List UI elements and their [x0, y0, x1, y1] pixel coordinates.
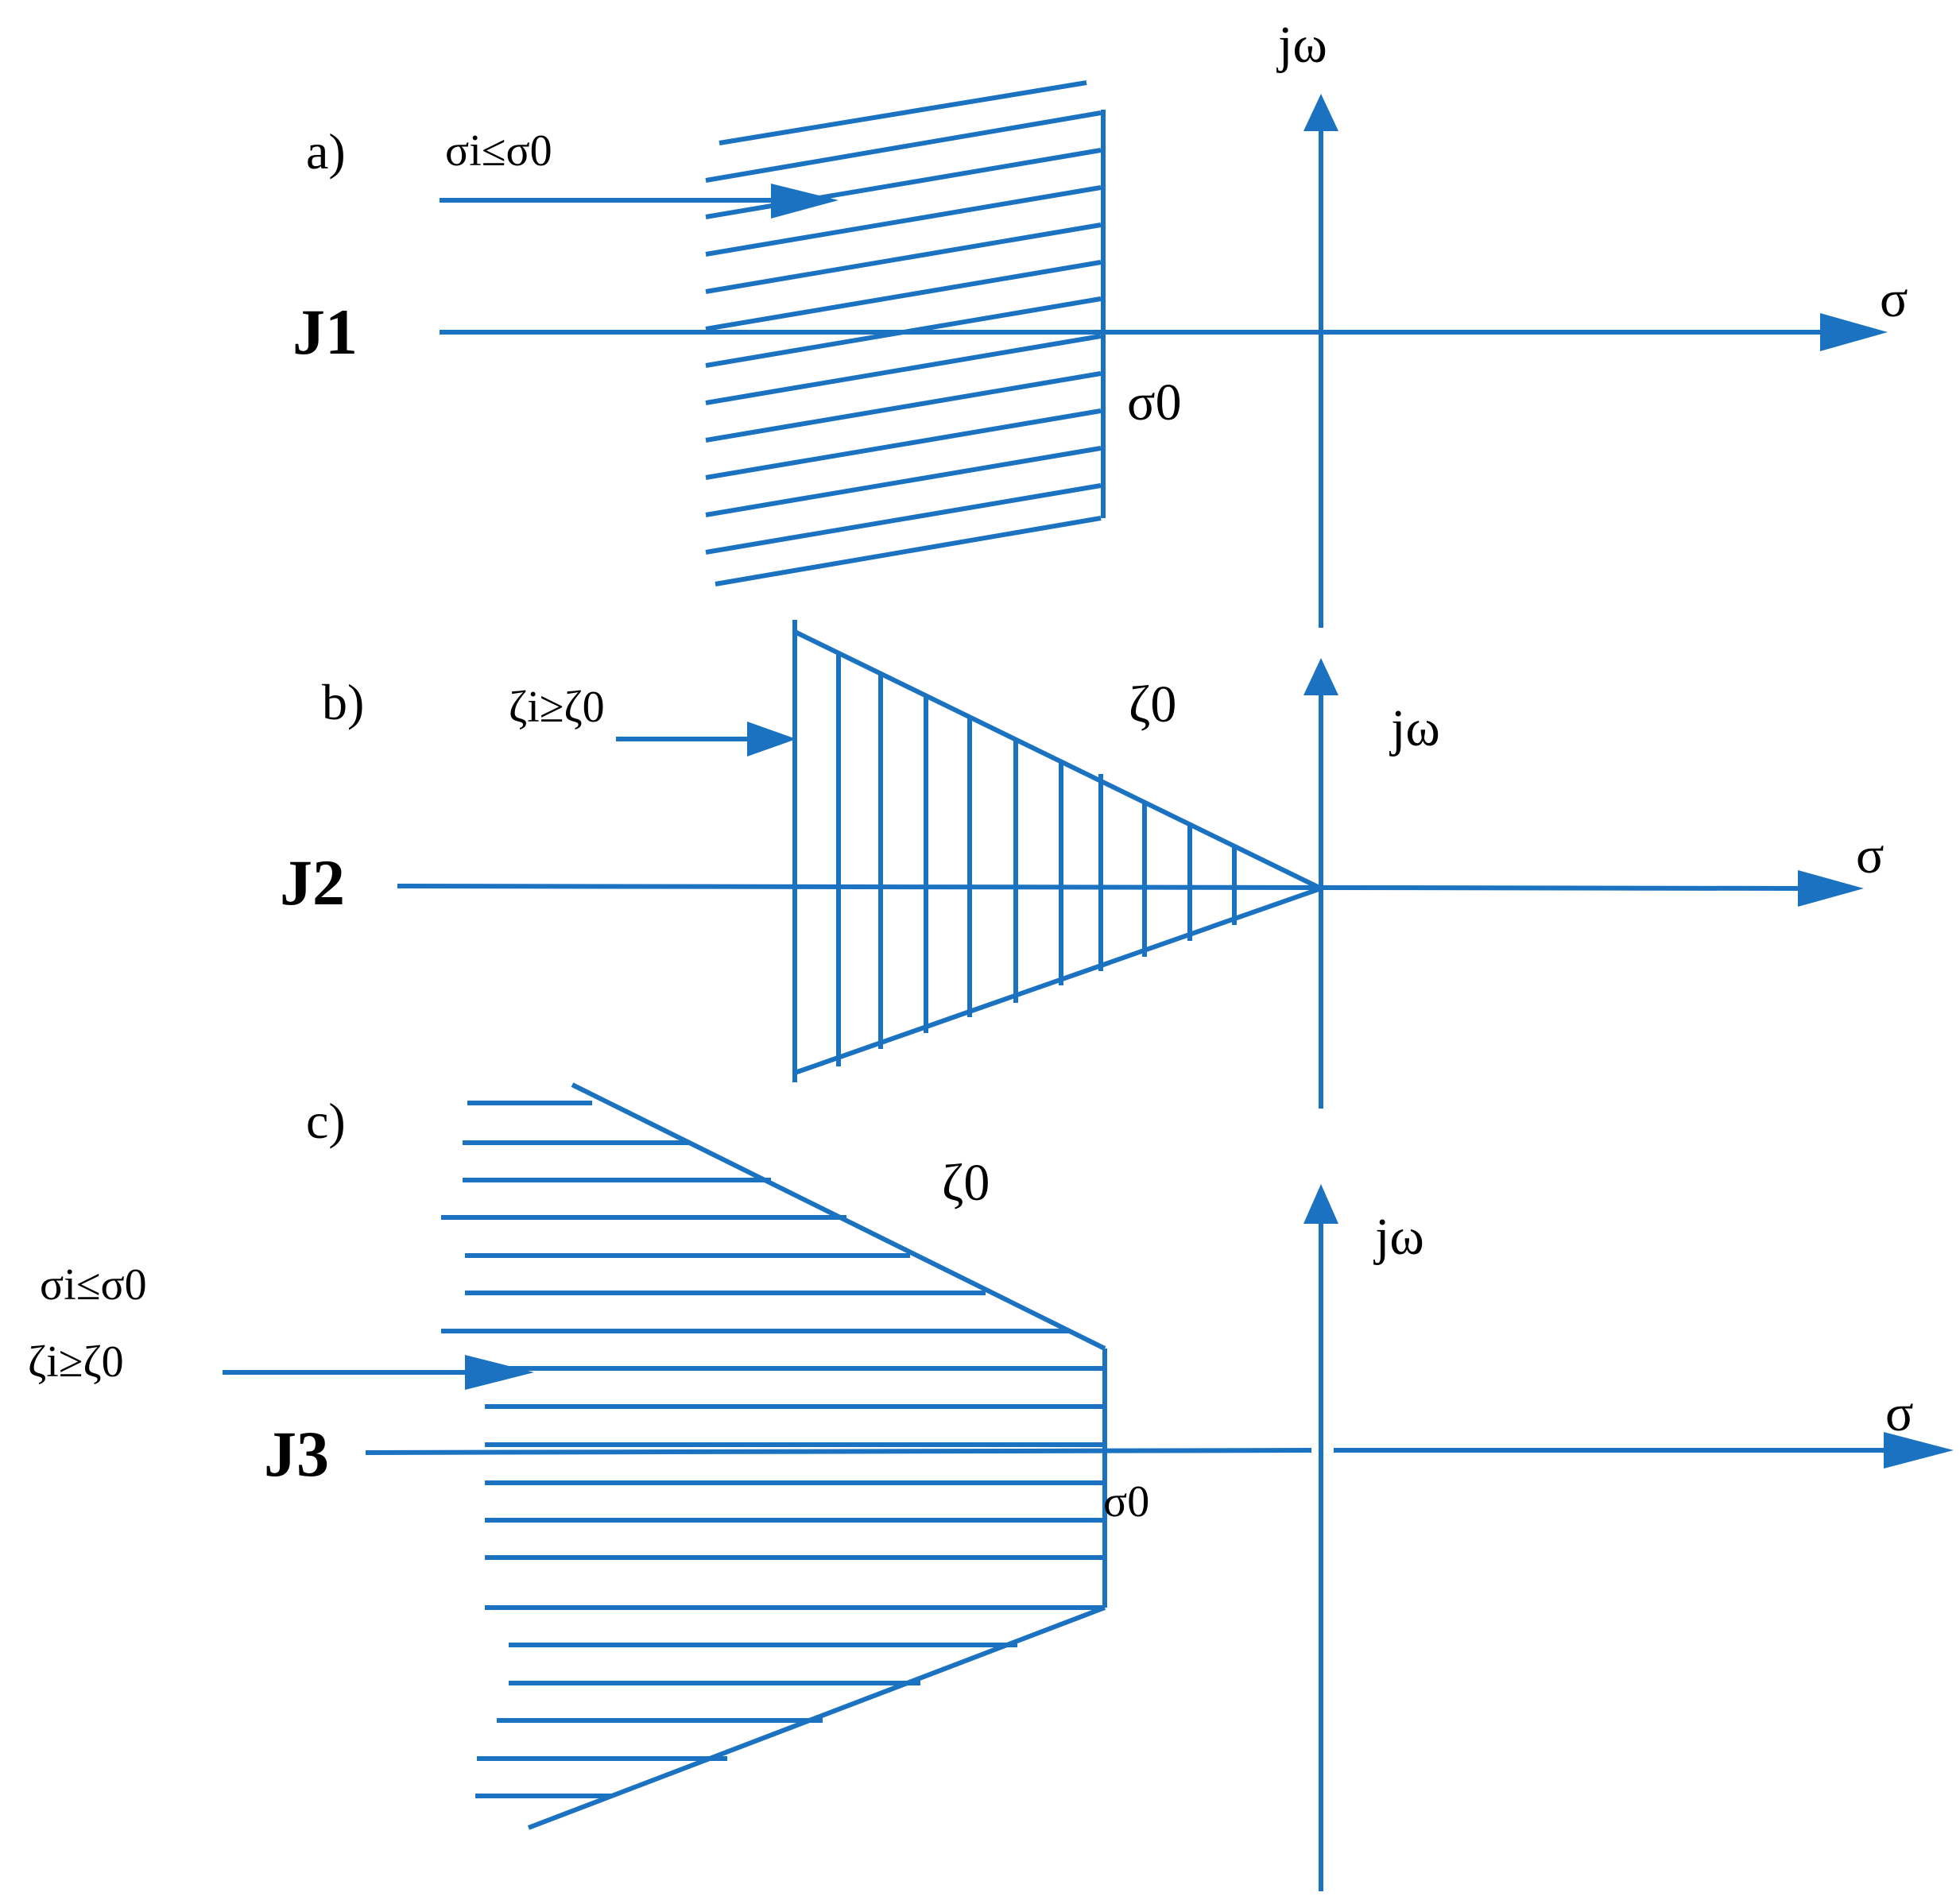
panel-c-zeta0-label: ζ0 — [942, 1154, 990, 1212]
panel-b: b) ζi≥ζ0 J2 ζ0 σ jω — [280, 620, 1884, 1109]
panel-c-jw-axis — [1303, 1184, 1338, 1891]
panel-a: a) σi≤σ0 J1 σ0 σ jω — [292, 16, 1908, 628]
panel-a-name: J1 — [292, 296, 358, 368]
panel-b-condition: ζi≥ζ0 — [509, 683, 605, 732]
panel-b-jw-axis — [1303, 658, 1338, 1109]
panel-c-condition-zeta: ζi≥ζ0 — [28, 1337, 124, 1387]
panel-c-sigma0-label: σ0 — [1103, 1477, 1149, 1527]
panel-b-sigma-axis-label: σ — [1856, 826, 1884, 884]
panel-b-hatch-region — [792, 620, 1323, 1082]
panel-a-jw-axis — [1303, 94, 1338, 628]
panel-c-name: J3 — [264, 1418, 329, 1490]
panel-a-condition-arrow — [440, 184, 839, 219]
panel-b-jw-axis-label: jω — [1389, 699, 1440, 757]
panel-a-sigma-axis-label: σ — [1880, 270, 1908, 328]
panel-c-hatch-region — [441, 1082, 1107, 1830]
panel-a-sigma-axis — [440, 313, 1888, 351]
panel-a-condition: σi≤σ0 — [445, 126, 552, 176]
panel-a-jw-axis-label: jω — [1276, 16, 1327, 74]
panel-a-sigma0-label: σ0 — [1127, 373, 1182, 431]
panel-c-label: c) — [306, 1093, 346, 1149]
panel-b-sigma-axis — [397, 870, 1864, 907]
panel-a-hatch-region — [705, 80, 1106, 586]
panel-a-label: a) — [306, 123, 346, 180]
panel-c-condition-arrow — [223, 1355, 534, 1390]
panel-c: c) σi≤σ0 ζi≥ζ0 J3 ζ0 σ0 σ jω — [28, 1082, 1954, 1891]
panel-c-sigma-axis — [365, 1432, 1954, 1469]
panel-b-label: b) — [322, 674, 364, 730]
panel-b-condition-arrow — [616, 722, 796, 757]
panel-b-zeta0-label: ζ0 — [1129, 675, 1176, 733]
panel-c-condition-sigma: σi≤σ0 — [40, 1260, 147, 1310]
panel-c-jw-axis-label: jω — [1373, 1208, 1424, 1266]
panel-b-name: J2 — [280, 846, 345, 919]
panel-c-sigma-axis-label: σ — [1885, 1384, 1914, 1442]
